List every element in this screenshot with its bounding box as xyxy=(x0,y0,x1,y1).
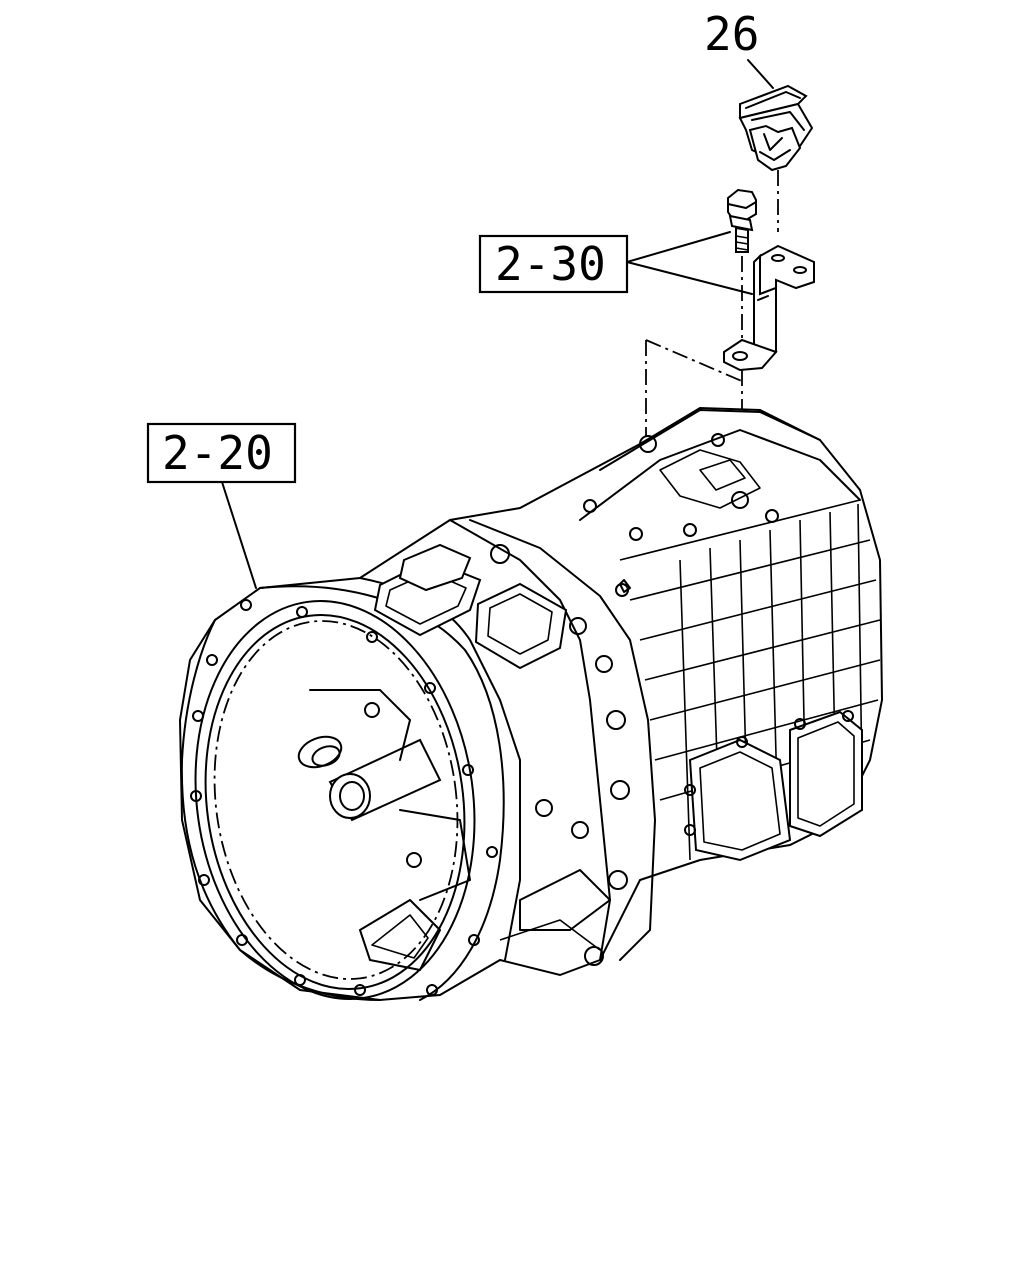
transmission-part xyxy=(178,406,884,1002)
callout-2-20-box xyxy=(146,422,297,484)
callout-2-20-label: 2-20 xyxy=(162,426,273,480)
clip-part xyxy=(738,84,814,172)
callout-26: 26 xyxy=(704,7,774,89)
callout-2-30-leader-bolt xyxy=(626,231,731,263)
callout-26-label: 26 xyxy=(704,7,759,61)
callout-2-30-label: 2-30 xyxy=(495,237,606,291)
input-shaft xyxy=(297,735,442,822)
callout-2-20-leader xyxy=(221,481,257,589)
bolt-part xyxy=(727,188,757,253)
callout-26-leader xyxy=(747,59,774,89)
callout-2-30: 2-30 xyxy=(478,231,753,295)
callout-2-20: 2-20 xyxy=(146,422,297,589)
callout-2-30-leader-bracket xyxy=(626,261,753,295)
bracket-part xyxy=(723,244,815,372)
callout-2-30-box xyxy=(478,234,629,294)
